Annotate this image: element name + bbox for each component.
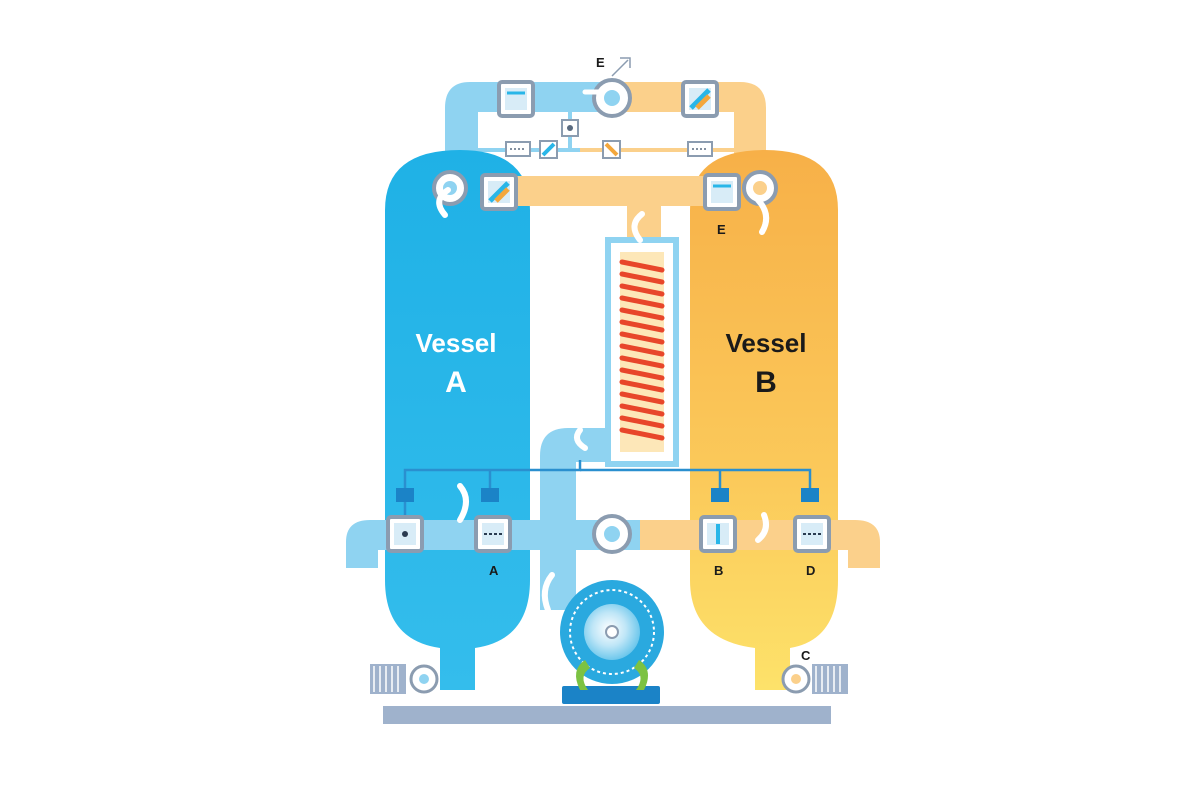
silencer-icon-left: [370, 664, 439, 694]
solenoid-a2: [481, 488, 499, 502]
heater-coil-icon: [619, 252, 665, 452]
purge-filter-right: [687, 141, 713, 157]
marker-lower-valve-b: B: [714, 563, 723, 578]
purge-valve-small-2: [602, 140, 621, 159]
marker-lower-valve-a: A: [489, 563, 499, 578]
valve-icon-lower-a: [474, 515, 512, 553]
solenoid-icon: [561, 119, 579, 137]
solenoid-b2: [801, 488, 819, 502]
check-valve-icon-upper-right: [742, 170, 778, 206]
check-valve-icon-top: [592, 78, 632, 118]
silencer-icon-right: [781, 664, 848, 694]
base-plate: [383, 706, 831, 724]
heater-outlet-pipe: [540, 428, 608, 610]
vessel-b-label-line1: Vessel: [726, 328, 807, 358]
purge-filter-left: [505, 141, 531, 157]
solenoid-b1: [711, 488, 729, 502]
marker-lower-valve-d: D: [806, 563, 815, 578]
valve-icon-upper-right: [703, 173, 741, 211]
valve-icon-upper-left: [480, 173, 518, 211]
marker-upper-right-valve: E: [717, 222, 726, 237]
vessel-b: [690, 150, 838, 690]
solenoid-a1: [396, 488, 414, 502]
valve-icon-lower-d: [793, 515, 831, 553]
vessel-a-label-line2: A: [445, 366, 467, 399]
valve-icon-lower-b: [699, 515, 737, 553]
flow-arrow-icon: [436, 89, 770, 613]
valve-icon-top-left: [497, 80, 535, 118]
valve-icon-top-right: [681, 80, 719, 118]
top-pipe-orange: [600, 82, 766, 180]
vessel-a-label-line1: Vessel: [416, 328, 497, 358]
blower-flow-arrows: [576, 660, 648, 690]
blower-icon: [560, 580, 664, 704]
marker-drain-valve-c: C: [801, 648, 811, 663]
vent-arrow-icon: [611, 57, 631, 77]
top-pipe-blue: [445, 82, 600, 180]
vessel-a: [385, 150, 530, 690]
marker-top-valve: E: [596, 55, 605, 70]
valve-icon-lower-left: [386, 515, 424, 553]
vessel-b-label-line2: B: [755, 366, 777, 399]
check-valve-icon-lower: [592, 514, 632, 554]
upper-cross-pipe: [500, 176, 718, 206]
purge-valve-small-1: [539, 140, 558, 159]
